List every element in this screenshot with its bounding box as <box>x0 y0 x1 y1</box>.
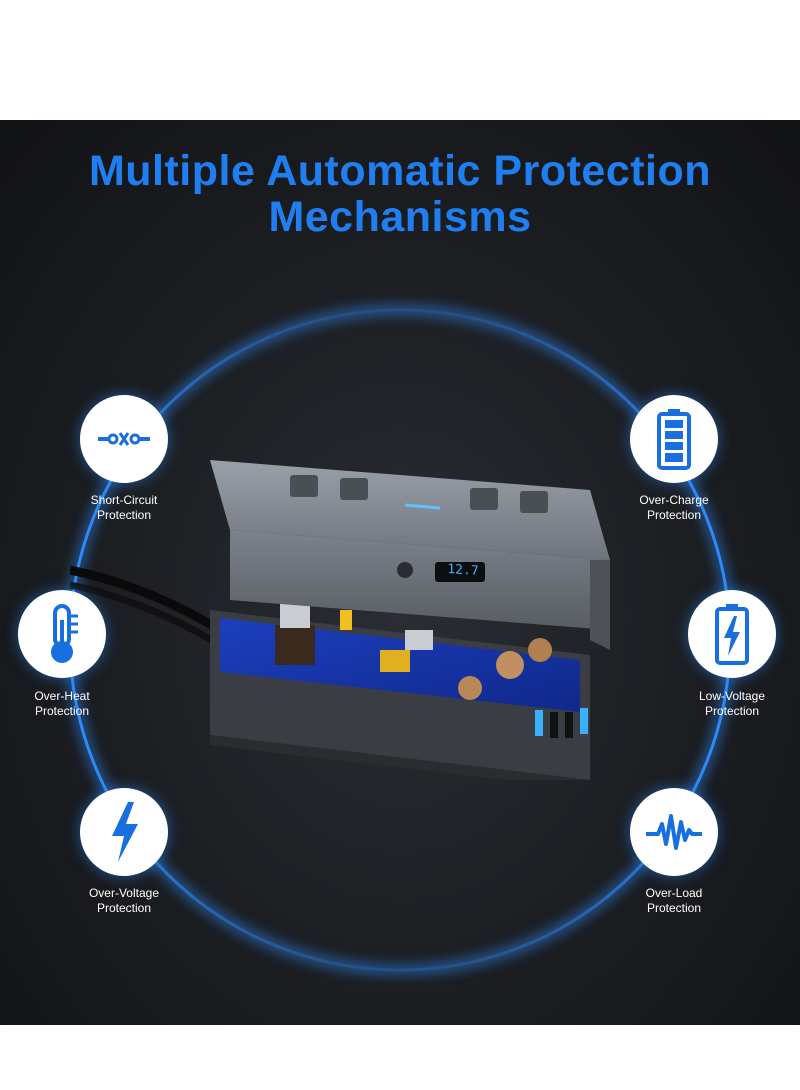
charging-battery-icon <box>715 604 749 665</box>
short-circuit-icon <box>98 432 150 446</box>
product-banner: Multiple Automatic Protection Mechanisms <box>0 120 800 1025</box>
over-voltage-label: Over-Voltage Protection <box>88 886 160 915</box>
thermometer-icon <box>51 604 78 663</box>
over-charge-label: Over-Charge Protection <box>639 493 709 522</box>
inverter-illustration <box>70 460 610 780</box>
full-battery-icon <box>657 409 691 470</box>
low-voltage-badge <box>688 590 776 678</box>
over-voltage-badge <box>80 788 168 876</box>
low-voltage-label: Low-Voltage Protection <box>698 689 766 718</box>
headline-line-1: Multiple Automatic Protection <box>88 147 712 195</box>
waveform-icon <box>646 814 702 850</box>
lightning-bolt-icon <box>112 802 138 862</box>
over-load-badge <box>630 788 718 876</box>
short-circuit-badge <box>80 395 168 483</box>
headline: Multiple Automatic Protection Mechanisms <box>0 148 800 240</box>
short-circuit-label: Short-Circuit Protection <box>90 493 158 522</box>
over-load-label: Over-Load Protection <box>645 886 703 915</box>
over-heat-badge <box>18 590 106 678</box>
over-charge-badge <box>630 395 718 483</box>
over-heat-label: Over-Heat Protection <box>34 689 90 718</box>
headline-line-2: Mechanisms <box>268 193 532 241</box>
